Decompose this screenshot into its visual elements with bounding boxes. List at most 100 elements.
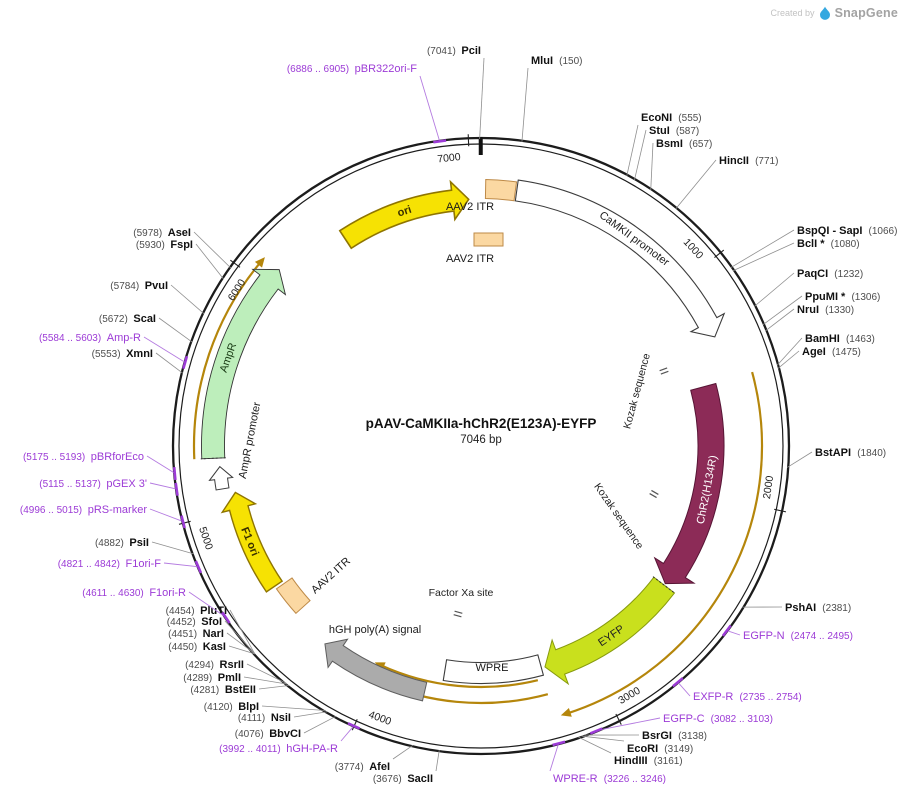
enzyme-label-bcli[interactable]: BclI * (1080) xyxy=(797,238,860,250)
primer-label-prs-marker[interactable]: (4996 .. 5015) pRS-marker xyxy=(20,504,147,516)
enzyme-label-kasi[interactable]: (4450) KasI xyxy=(168,641,226,653)
enzyme-label-asei[interactable]: (5978) AseI xyxy=(133,227,191,239)
enzyme-leader-ecori xyxy=(582,736,625,741)
feature-ampr[interactable] xyxy=(202,269,286,459)
primer-leader-pgex-3 xyxy=(150,483,177,489)
enzyme-label-bsmi[interactable]: BsmI (657) xyxy=(656,138,712,150)
enzyme-label-nsii[interactable]: (4111) NsiI xyxy=(238,712,291,724)
enzyme-label-pcii[interactable]: (7041) PciI xyxy=(427,45,481,57)
enzyme-leader-agei xyxy=(778,351,799,368)
primer-label-pbr322ori-f[interactable]: (6886 .. 6905) pBR322ori-F xyxy=(287,63,417,75)
primer-label-f1ori-f[interactable]: (4821 .. 4842) F1ori-F xyxy=(58,558,162,570)
site-kozak-sequence-2-label[interactable]: Kozak sequence xyxy=(591,481,645,552)
feature-camkii-promoter[interactable] xyxy=(515,180,724,337)
enzyme-leader-asei xyxy=(194,232,231,268)
primer-leader-f1ori-f xyxy=(164,563,199,567)
primer-label-egfp-c[interactable]: EGFP-C (3082 .. 3103) xyxy=(663,713,773,725)
site-factor-xa-site-3-tick-2 xyxy=(454,615,462,617)
feature-camkii-promoter-label[interactable]: CaMKII promoter xyxy=(597,209,672,269)
enzyme-label-blpi[interactable]: (4120) BlpI xyxy=(204,701,259,713)
feature-hgh-poly-a-signal[interactable] xyxy=(325,639,427,701)
snapgene-logo-icon xyxy=(820,6,830,20)
enzyme-label-pvui[interactable]: (5784) PvuI xyxy=(110,280,168,292)
enzyme-label-bamhi[interactable]: BamHI (1463) xyxy=(805,333,875,345)
enzyme-label-ecori[interactable]: EcoRI (3149) xyxy=(627,743,693,755)
enzyme-label-paqci[interactable]: PaqCI (1232) xyxy=(797,268,863,280)
enzyme-label-agei[interactable]: AgeI (1475) xyxy=(802,346,861,358)
primer-leader-wpre-r xyxy=(550,743,559,771)
enzyme-label-stui[interactable]: StuI (587) xyxy=(649,125,699,137)
enzyme-label-bsrgi[interactable]: BsrGI (3138) xyxy=(642,730,707,742)
feature-ampr-promoter[interactable] xyxy=(209,467,232,490)
primer-label-wpre-r[interactable]: WPRE-R (3226 .. 3246) xyxy=(553,773,666,785)
feature-hgh-poly-a-signal-label[interactable]: hGH poly(A) signal xyxy=(329,624,421,636)
enzyme-label-scai[interactable]: (5672) ScaI xyxy=(99,313,156,325)
primer-site-tick-wpre-r xyxy=(553,742,565,745)
site-kozak-sequence-1-label[interactable]: Kozak sequence xyxy=(621,352,653,430)
enzyme-label-bstapi[interactable]: BstAPI (1840) xyxy=(815,447,886,459)
primer-label-pbrforeco[interactable]: (5175 .. 5193) pBRforEco xyxy=(23,451,144,463)
enzyme-label-bsteii[interactable]: (4281) BstEII xyxy=(190,684,256,696)
feature-aav2-itr[interactable] xyxy=(485,180,516,201)
enzyme-leader-pcii xyxy=(480,58,484,139)
enzyme-label-pshai[interactable]: PshAI (2381) xyxy=(785,602,851,614)
primer-label-f1ori-r[interactable]: (4611 .. 4630) F1ori-R xyxy=(82,587,186,599)
primer-label-egfp-n[interactable]: EGFP-N (2474 .. 2495) xyxy=(743,630,853,642)
primer-site-tick-exfp-r xyxy=(673,678,683,686)
site-factor-xa-site-3-label[interactable]: Factor Xa site xyxy=(429,587,494,599)
primer-label-exfp-r[interactable]: EXFP-R (2735 .. 2754) xyxy=(693,691,802,703)
orf-arc-1 xyxy=(567,372,762,714)
enzyme-label-pmli[interactable]: (4289) PmlI xyxy=(183,672,241,684)
feature-aav2-itr-label[interactable]: AAV2 ITR xyxy=(309,555,353,596)
site-factor-xa-site-3-tick-1 xyxy=(455,611,463,613)
feature-wpre-label[interactable]: WPRE xyxy=(476,662,509,674)
enzyme-label-ppumi[interactable]: PpuMI * (1306) xyxy=(805,291,880,303)
enzyme-label-bspqi-sapi[interactable]: BspQI - SapI (1066) xyxy=(797,225,897,237)
primer-label-pgex-3[interactable]: (5115 .. 5137) pGEX 3' xyxy=(39,478,147,490)
enzyme-leader-bsmi xyxy=(651,143,653,190)
enzyme-label-rsrii[interactable]: (4294) RsrII xyxy=(185,659,244,671)
primer-leader-prs-marker xyxy=(150,509,183,522)
enzyme-label-econi[interactable]: EcoNI (555) xyxy=(641,112,702,124)
feature-aav2-itr-label[interactable]: AAV2 ITR xyxy=(446,201,494,213)
enzyme-leader-stui xyxy=(634,130,646,180)
enzyme-label-psii[interactable]: (4882) PsiI xyxy=(95,537,149,549)
enzyme-leader-fspi xyxy=(196,244,223,279)
primer-label-amp-r[interactable]: (5584 .. 5603) Amp-R xyxy=(39,332,141,344)
enzyme-label-fspi[interactable]: (5930) FspI xyxy=(136,239,193,251)
enzyme-leader-bspqi-sapi xyxy=(731,230,794,268)
enzyme-label-hincii[interactable]: HincII (771) xyxy=(719,155,778,167)
primer-site-tick-pgex-3 xyxy=(176,483,178,496)
enzyme-label-sfoi[interactable]: (4452) SfoI xyxy=(167,616,222,628)
scale-label-4000: 4000 xyxy=(367,709,393,728)
enzyme-label-mlui[interactable]: MluI (150) xyxy=(531,55,582,67)
scale-label-7000: 7000 xyxy=(437,151,462,166)
site-kozak-sequence-2-tick-2 xyxy=(650,494,657,498)
enzyme-leader-nsii xyxy=(294,712,327,717)
primer-site-tick-prs-marker xyxy=(181,516,184,528)
feature-aav2-itr-label[interactable]: AAV2 ITR xyxy=(446,253,494,265)
enzyme-label-xmni[interactable]: (5553) XmnI xyxy=(92,348,153,360)
enzyme-label-hindiii[interactable]: HindIII (3161) xyxy=(614,755,683,767)
enzyme-label-nrui[interactable]: NruI (1330) xyxy=(797,304,854,316)
feature-ampr-promoter-label[interactable]: AmpR promoter xyxy=(237,401,264,480)
primer-label-hgh-pa-r[interactable]: (3992 .. 4011) hGH-PA-R xyxy=(219,743,338,755)
enzyme-leader-pvui xyxy=(171,285,204,314)
feature-aav2-itr[interactable] xyxy=(276,578,310,613)
primer-site-tick-amp-r xyxy=(183,356,186,368)
enzyme-label-sacii[interactable]: (3676) SacII xyxy=(373,773,433,785)
enzyme-leader-hindiii xyxy=(578,737,611,753)
primer-site-tick-pbr322ori-f xyxy=(433,140,446,142)
enzyme-leader-afei xyxy=(393,745,413,759)
enzyme-label-pluti[interactable]: (4454) PluTI xyxy=(166,605,227,617)
enzyme-leader-bstapi xyxy=(787,452,812,467)
feature-aav2-itr[interactable] xyxy=(474,233,503,246)
enzyme-label-nari[interactable]: (4451) NarI xyxy=(168,628,224,640)
primer-leader-hgh-pa-r xyxy=(341,726,354,741)
enzyme-leader-bsteii xyxy=(259,685,289,689)
enzyme-label-afei[interactable]: (3774) AfeI xyxy=(335,761,390,773)
enzyme-label-bbvci[interactable]: (4076) BbvCI xyxy=(235,728,301,740)
enzyme-leader-paqci xyxy=(754,273,794,306)
